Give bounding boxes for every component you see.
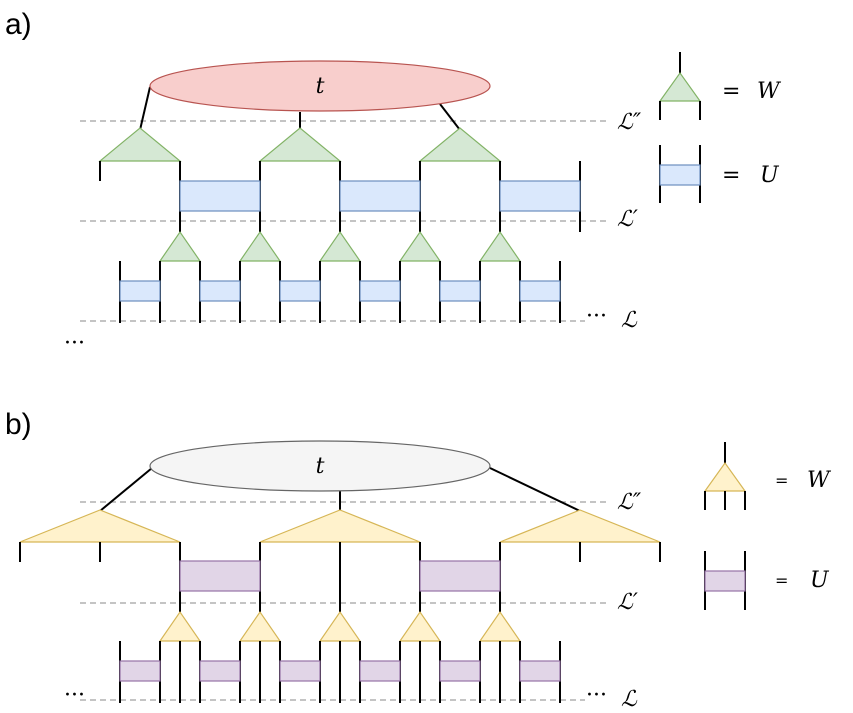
isometry-triangle <box>259 509 421 543</box>
top-tensor-label: t <box>316 74 325 99</box>
left-ellipsis: ··· <box>64 683 85 708</box>
top-tensor-ellipse <box>149 440 491 492</box>
right-ellipsis: ··· <box>586 683 607 708</box>
legend-u: = U <box>704 551 830 610</box>
disentangler-box <box>179 560 261 592</box>
legend-w: = W <box>703 442 832 510</box>
isometry-triangle <box>258 127 342 162</box>
level-1-disentanglers <box>179 161 581 232</box>
legend-u-equals: = <box>775 571 788 590</box>
isometry-triangle <box>238 610 282 642</box>
left-ellipsis: ··· <box>64 331 85 356</box>
isometry-triangle <box>318 230 362 262</box>
disentangler-box <box>279 660 321 682</box>
legend-w-equals: = <box>722 79 740 104</box>
link-top-left <box>99 467 153 512</box>
link-top-right <box>439 103 461 131</box>
link-top-right <box>489 467 581 512</box>
isometry-triangle <box>478 610 522 642</box>
layer-label-l: ℒ <box>621 308 638 333</box>
top-tensor-ellipse <box>149 60 491 112</box>
panel-b: b) t ℒ″ ℒ′ ℒ ··· ··· = W <box>5 408 832 712</box>
layer-label-l-double-prime: ℒ″ <box>617 110 642 135</box>
panel-a-label: a) <box>5 8 32 41</box>
level-1-isometries <box>19 509 661 612</box>
right-ellipsis: ··· <box>586 304 607 329</box>
legend-w-symbol: W <box>807 468 832 493</box>
disentangler-box <box>119 280 161 302</box>
disentangler-box <box>339 180 421 212</box>
link-top-left <box>139 86 151 131</box>
disentangler-box <box>179 180 261 212</box>
isometry-triangle <box>398 230 442 262</box>
top-tensor-label: t <box>316 454 325 479</box>
disentangler-box <box>119 660 161 682</box>
legend-u: = U <box>659 145 780 203</box>
layer-label-l-prime: ℒ′ <box>617 207 638 232</box>
panel-a: a) t ℒ″ ℒ′ ℒ ··· ··· = W <box>5 8 782 356</box>
disentangler-box <box>359 280 401 302</box>
level-1-isometries <box>98 127 502 181</box>
legend-u-equals: = <box>722 163 740 188</box>
disentangler-box <box>519 660 561 682</box>
disentangler-box <box>359 660 401 682</box>
isometry-triangle <box>418 127 502 162</box>
legend-u-symbol: U <box>760 163 780 188</box>
layer-label-l-prime: ℒ′ <box>617 590 638 615</box>
isometry-triangle <box>158 610 202 642</box>
legend-w-symbol: W <box>757 79 782 104</box>
level-2-isometries <box>158 230 522 262</box>
level-2-isometries <box>158 610 522 703</box>
disentangler-box <box>279 280 321 302</box>
disentangler-box <box>199 660 241 682</box>
level-1-disentanglers <box>179 542 501 612</box>
panel-b-label: b) <box>5 408 32 441</box>
legend-u-symbol: U <box>810 568 830 593</box>
disentangler-box <box>419 560 501 592</box>
isometry-triangle <box>398 610 442 642</box>
level-2-disentanglers <box>119 641 561 703</box>
disentangler-box <box>439 660 481 682</box>
legend-w-equals: = <box>775 471 788 490</box>
disentangler-box <box>499 180 581 212</box>
isometry-triangle <box>478 230 522 262</box>
isometry-triangle <box>238 230 282 262</box>
isometry-triangle <box>19 509 181 543</box>
disentangler-box <box>199 280 241 302</box>
disentangler-box <box>439 280 481 302</box>
level-2-disentanglers <box>119 261 561 323</box>
disentangler-box <box>519 280 561 302</box>
isometry-triangle <box>158 230 202 262</box>
isometry-triangle <box>98 127 182 162</box>
layer-label-l-double-prime: ℒ″ <box>617 490 642 515</box>
legend-w: = W <box>658 52 782 120</box>
layer-label-l: ℒ <box>621 687 638 712</box>
isometry-triangle <box>318 610 362 642</box>
